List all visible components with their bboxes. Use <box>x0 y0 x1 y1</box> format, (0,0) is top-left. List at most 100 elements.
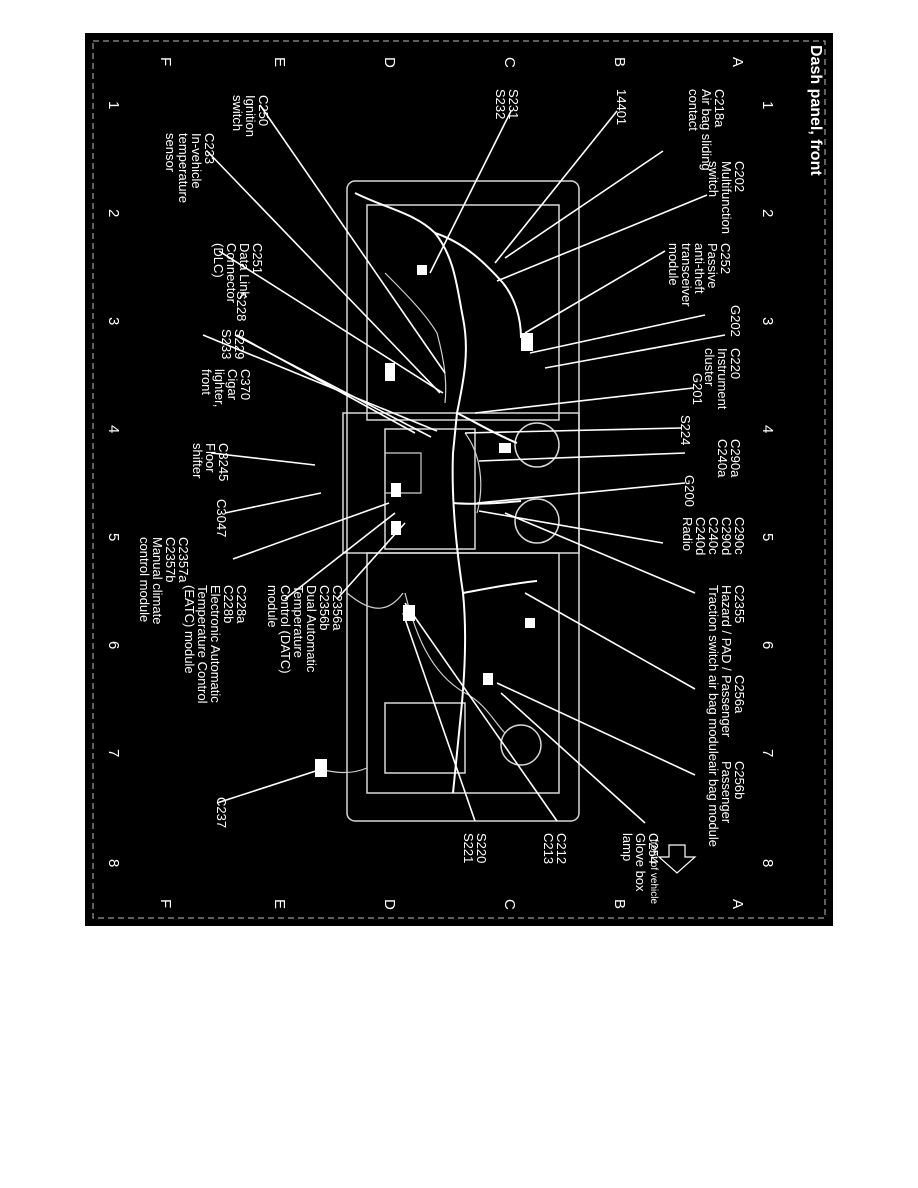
connector-label-line: lamp <box>620 833 635 861</box>
grid-number: 2 <box>759 209 776 217</box>
connector-label-line: Connector <box>224 243 239 304</box>
grid-letter: A <box>729 899 746 909</box>
connector <box>417 265 427 275</box>
connector-label-line: G201 <box>690 373 705 405</box>
connector-label-line: C212 <box>554 833 569 864</box>
connector-label-line: C252 <box>718 243 733 274</box>
connector-label-line: C256b <box>732 761 747 799</box>
connector-label-line: module <box>666 243 681 286</box>
grid-number: 1 <box>759 101 776 109</box>
connector <box>403 605 415 621</box>
grid-letter: A <box>729 57 746 67</box>
grid-letters-bottom: A B C D E F <box>157 899 746 910</box>
connector-label-line: Manual climate <box>150 537 165 624</box>
connector-label-line: C370 <box>238 369 253 400</box>
connector-label-line: temperature <box>176 133 191 203</box>
connector-label-line: S229 <box>232 329 247 359</box>
connector-label-line: C254 <box>646 833 661 864</box>
grid-letters-top: A B C D E F <box>157 57 746 68</box>
connector-label-line: front <box>199 369 214 395</box>
grid-letter: D <box>381 899 398 910</box>
connector-label-line: lighter, <box>212 369 227 407</box>
grid-number: 5 <box>105 533 122 541</box>
leader-lines <box>202 104 726 824</box>
connector-label-line: C251 <box>250 243 265 274</box>
connector-blocks <box>315 265 535 777</box>
grid-number: 1 <box>105 101 122 109</box>
connector <box>499 443 511 453</box>
diagram-border <box>92 40 826 919</box>
connector-label-line: S231 <box>506 89 521 119</box>
grid-letter: B <box>611 57 628 67</box>
connector-label-line: C240d <box>693 517 708 555</box>
connector-label-line: Passive <box>705 243 720 289</box>
connector-label-line: C2356a <box>330 585 345 631</box>
connector-label-line: S233 <box>219 329 234 359</box>
connector-label-line: C3047 <box>214 499 229 537</box>
connector-label-line: S221 <box>461 833 476 863</box>
connector-label-line: Passenger <box>719 761 734 824</box>
diagram-panel: Dash panel, front A B C D E F A B C D E … <box>85 33 833 926</box>
grid-letter: F <box>157 899 174 908</box>
connector-label-line: 14401 <box>614 89 629 125</box>
connector-label-line: switch <box>706 161 721 197</box>
grid-numbers-right: 1 2 3 4 5 6 7 8 <box>759 101 776 867</box>
connector-label-line: C202 <box>732 161 747 192</box>
connector-label-line: C237 <box>214 797 229 828</box>
grid-number: 8 <box>105 859 122 867</box>
connector-label-line: (EATC) module <box>182 585 197 674</box>
connector-label-line: C240c <box>706 517 721 555</box>
connector-label-line: C290d <box>719 517 734 555</box>
connector-label-line: C256a <box>732 675 747 714</box>
grid-letter: E <box>271 899 288 909</box>
page-title: Dash panel, front <box>807 45 824 176</box>
connector-label-line: C250 <box>256 95 271 126</box>
grid-number: 6 <box>105 641 122 649</box>
grid-number: 2 <box>105 209 122 217</box>
connector-label-line: Electronic Automatic <box>208 585 223 703</box>
connector-label-line: Control (DATC) <box>278 585 293 674</box>
connector-label-line: Ignition <box>243 95 258 137</box>
dash-panel-outline <box>342 180 580 822</box>
grid-number: 7 <box>759 749 776 757</box>
grid-number: 3 <box>105 317 122 325</box>
connector-label-line: C2357b <box>163 537 178 583</box>
connector-label-g202: G202 <box>728 305 743 337</box>
grid-letter: B <box>611 899 628 909</box>
connector <box>525 618 535 628</box>
connector-label-s228: S228 <box>234 291 249 321</box>
connector-label-line: S224 <box>678 415 693 445</box>
connector-label-line: C233 <box>202 133 217 164</box>
grid-number: 5 <box>759 533 776 541</box>
connector-label-line: In-vehicle <box>189 133 204 189</box>
connector-label-line: Radio <box>680 517 695 551</box>
connector-label-line: shifter <box>190 443 205 479</box>
connector-label-line: sensor <box>163 133 178 173</box>
connector-label-line: C228b <box>221 585 236 623</box>
connector-label-line: control module <box>137 537 152 622</box>
grid-letter: F <box>157 57 174 66</box>
connector-label-line: Air bag sliding <box>699 89 714 171</box>
connector-label-line: C2355 <box>732 585 747 623</box>
connector-label-line: Hazard / PAD / <box>719 585 734 671</box>
connector-label-c237: C237 <box>214 797 229 828</box>
connector-label-line: Cigar <box>225 369 240 401</box>
connector-label-c3047: C3047 <box>214 499 229 537</box>
connector-label-line: G202 <box>728 305 743 337</box>
connector-label-line: C290c <box>732 517 747 555</box>
grid-letter: E <box>271 57 288 67</box>
connector-label-line: C220 <box>728 348 743 379</box>
